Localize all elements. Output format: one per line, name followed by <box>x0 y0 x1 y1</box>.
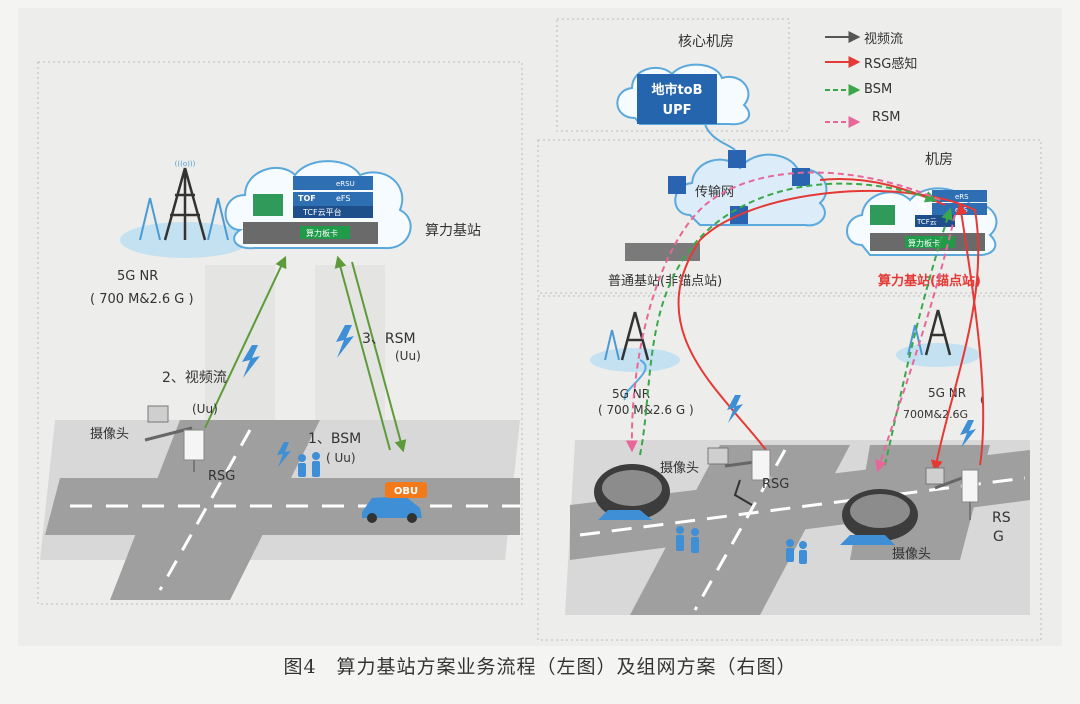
left-wireless-icon-3 <box>277 442 291 467</box>
svg-text:eRSU: eRSU <box>336 180 355 188</box>
upf-transport-link <box>704 123 736 151</box>
right-wireless-icon-1 <box>727 395 743 423</box>
bsm-flow-right <box>884 207 953 466</box>
svg-text:eFS: eFS <box>336 194 350 203</box>
legend-video-label: 视频流 <box>864 32 903 47</box>
left-compute-board: TOF eRSU eFS TCF云平台 算力板卡 <box>243 176 378 244</box>
left-nr-band: ( 700 M&2.6 G ) <box>90 292 194 307</box>
machine-room-label: 机房 <box>925 152 953 168</box>
legend-rsg-label: RSG感知 <box>864 56 917 72</box>
step2-uu: (Uu) <box>192 402 218 416</box>
right-rsg-right-label-2: G <box>993 529 1004 545</box>
left-column-1 <box>205 265 275 420</box>
step1-uu: ( Uu) <box>326 451 356 465</box>
left-rsg-icon <box>183 429 205 472</box>
bsm-uplink-arrow <box>334 255 391 451</box>
left-wireless-icon-2 <box>336 325 354 358</box>
svg-text:TCF云平台: TCF云平台 <box>302 207 342 217</box>
core-room-label: 核心机房 <box>678 34 734 50</box>
site-frame <box>537 295 1042 641</box>
right-right-rsg-icon <box>961 469 979 520</box>
right-nr-right-band: 700M&2.6G <box>903 408 968 421</box>
upf-label-line2: UPF <box>663 103 692 118</box>
upf-label-line1: 地市toB <box>651 82 702 98</box>
left-pedestrians-icon <box>298 452 320 477</box>
step3-uu: (Uu) <box>395 349 421 363</box>
right-tower-link <box>623 359 647 401</box>
svg-text:eRS: eRS <box>955 193 969 201</box>
right-camera-left-label: 摄像头 <box>660 461 699 476</box>
left-camera-label: 摄像头 <box>90 427 129 442</box>
bsm-flow-left <box>639 182 938 456</box>
rsm-flow-left <box>625 171 941 453</box>
legend-bsm-label: BSM <box>864 82 892 97</box>
upf-cloud: 地市toB UPF <box>616 63 750 126</box>
right-wireless-icon-2 <box>960 420 976 448</box>
right-right-tower-icon <box>896 309 980 367</box>
video-stream-arrow <box>204 255 287 429</box>
right-rsg-left-label: RSG <box>762 477 789 492</box>
core-room-frame <box>556 18 790 132</box>
right-right-car-icon <box>840 489 918 545</box>
obu-car-icon: OBU <box>362 482 427 523</box>
left-tower-signal: (((o))) <box>175 160 196 168</box>
legend-rsm-label: RSM <box>872 110 901 125</box>
svg-text:TOF: TOF <box>917 202 933 210</box>
right-left-car-icon <box>594 464 670 520</box>
left-nr-label: 5G NR <box>117 269 158 284</box>
left-tower-icon: (((o))) <box>120 160 250 258</box>
right-left-camera-icon <box>707 447 756 468</box>
machine-room-frame <box>537 139 1042 294</box>
left-compute-station-label: 算力基站 <box>425 222 481 239</box>
rsm-downlink-arrow <box>351 261 407 453</box>
figure-caption: 图4 算力基站方案业务流程（左图）及组网方案（右图） <box>283 656 797 678</box>
left-wireless-icon-1 <box>242 345 260 378</box>
anchor-station-label: 算力基站(锚点站) <box>878 273 981 289</box>
rsg-flow-left <box>677 189 980 473</box>
right-pedestrians-icon-2 <box>786 539 807 564</box>
right-ground <box>565 440 1030 615</box>
obu-label: OBU <box>394 486 418 497</box>
right-nr-right-label: 5G NR <box>928 386 966 400</box>
left-panel-frame <box>37 61 523 605</box>
step1-label: 1、BSM <box>308 431 361 447</box>
rsm-flow-right <box>875 214 956 473</box>
step3-label: 3、RSM <box>362 331 416 347</box>
step2-label: 2、视频流 <box>162 370 227 386</box>
svg-text:TCF云: TCF云 <box>916 218 937 226</box>
legend: 视频流 RSG感知 BSM RSM <box>825 31 917 128</box>
right-nr-left-label: 5G NR <box>612 387 650 401</box>
transport-label: 传输网 <box>695 184 734 200</box>
normal-station-equipment <box>625 243 700 261</box>
rsg-flow-right <box>955 202 985 466</box>
svg-text:TOF: TOF <box>298 194 316 203</box>
right-left-tower-icon <box>590 311 680 372</box>
svg-text:算力板卡: 算力板卡 <box>306 228 338 238</box>
right-left-rsg-icon <box>733 449 771 506</box>
right-right-camera-icon <box>925 467 963 490</box>
normal-station-label: 普通基站(非锚点站) <box>608 274 722 289</box>
svg-text:算力板卡: 算力板卡 <box>908 238 940 248</box>
right-rsg-right-label-1: RS <box>992 510 1011 526</box>
right-pedestrians-icon-1 <box>676 526 699 553</box>
right-camera-right-label: 摄像头 <box>892 547 931 562</box>
left-rsg-label: RSG <box>208 469 235 484</box>
